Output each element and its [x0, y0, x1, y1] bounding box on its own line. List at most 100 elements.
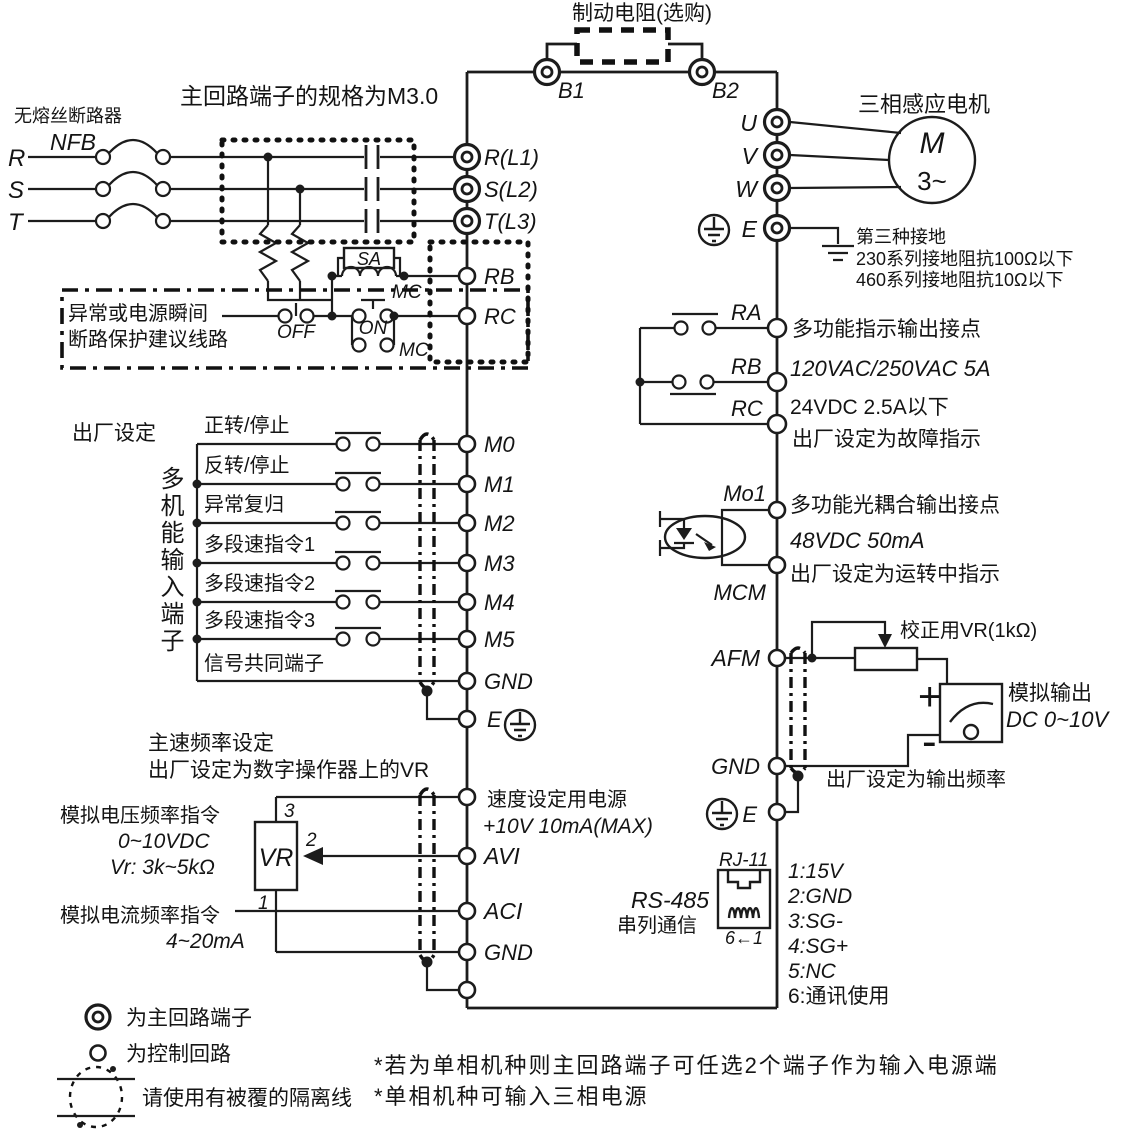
- shield-cable-afm: [789, 646, 807, 775]
- terminal-m4-label: M4: [484, 590, 515, 615]
- vr-box: [253, 820, 299, 892]
- terminal-m3-label: M3: [484, 551, 515, 576]
- terminal-r-l1: [452, 142, 482, 172]
- input-label-m2: 异常复归: [204, 493, 284, 516]
- rs485-pin-3: 3:SG-: [788, 910, 843, 933]
- terminal-rb-out: [766, 371, 788, 393]
- led-icon: [676, 528, 692, 540]
- calibration-vr-label: 校正用VR(1kΩ): [900, 619, 1037, 642]
- terminal-e-left: [457, 709, 477, 729]
- potentiometer-box: [853, 646, 919, 672]
- off-label: OFF: [277, 322, 316, 343]
- motor-title: 三相感应电机: [858, 92, 990, 117]
- terminal-v-label: V: [742, 143, 760, 169]
- labels: 主回路端子的规格为M3.0 制动电阻(选购) B1 B2 无熔丝断路器 NFB …: [8, 2, 1110, 1110]
- serial-comm-label: 串列通信: [617, 914, 697, 937]
- terminal-aci: [457, 901, 477, 921]
- current-range-label: 4~20mA: [166, 930, 245, 953]
- terminal-e-motor-label: E: [742, 216, 758, 242]
- relay-desc-3: 24VDC 2.5A以下: [790, 396, 949, 419]
- mc-coil-label: MC: [392, 282, 422, 303]
- rb-rc-box: [427, 239, 531, 365]
- vr-pin1-label: 1: [258, 893, 269, 914]
- terminal-10v: [457, 787, 477, 807]
- terminal-m0: [457, 434, 477, 454]
- speed-power-label-2: +10V 10mA(MAX): [483, 815, 653, 838]
- terminal-ra: [766, 317, 788, 339]
- terminal-m5-label: M5: [484, 627, 515, 652]
- terminal-shield: [457, 980, 477, 1000]
- input-label-m0: 正转/停止: [204, 414, 290, 437]
- legend-shield-icon: [57, 1065, 135, 1129]
- terminal-rc-in: [457, 306, 477, 326]
- terminal-e-left-label: E: [487, 707, 502, 732]
- opto-desc-3: 出厂设定为运转中指示: [790, 563, 1000, 586]
- b1-label: B1: [558, 78, 585, 103]
- speed-power-label-1: 速度设定用电源: [487, 788, 627, 811]
- vr-range-label: Vr: 3k~5kΩ: [110, 856, 215, 879]
- junctions: [192, 152, 817, 968]
- current-cmd-label: 模拟电流频率指令: [60, 904, 220, 927]
- terminal-t-label: T(L3): [484, 209, 537, 234]
- gnd-right-label: GND: [711, 754, 760, 779]
- legend-shield-label: 请使用有被覆的隔离线: [142, 1087, 352, 1110]
- voltage-cmd-label: 模拟电压频率指令: [60, 804, 220, 827]
- motor-m-label: M: [920, 127, 945, 160]
- filter-box: [219, 137, 417, 245]
- meter-terminal-icon: [962, 723, 980, 741]
- terminal-t-l3: [452, 206, 482, 236]
- on-label: ON: [359, 318, 388, 339]
- b2-label: B2: [712, 78, 739, 103]
- analog-out-label-2: DC 0~10V: [1006, 707, 1110, 732]
- afm-label: AFM: [709, 645, 760, 671]
- terminal-e-right: [767, 802, 787, 822]
- rs485-pin-1: 1:15V: [788, 860, 845, 883]
- terminal-gnd-2: [457, 942, 477, 962]
- earth-symbol-motor-e: [697, 213, 731, 247]
- e-right-label: E: [742, 802, 757, 827]
- boxes: [60, 27, 807, 963]
- factory-setting-label: 出厂设定: [72, 422, 156, 445]
- rj11-connector: [716, 868, 772, 930]
- braking-resistor-box: [574, 27, 671, 65]
- vr-pin2-label: 2: [305, 830, 317, 851]
- rc-out-label: RC: [731, 396, 763, 421]
- terminal-gnd-right: [767, 756, 787, 776]
- rb-out-label: RB: [731, 354, 762, 379]
- terminal-avi: [457, 846, 477, 866]
- terminal-rb-in: [457, 266, 477, 286]
- meter-needle-icon: [949, 701, 994, 723]
- earth-symbol-right-e: [705, 797, 739, 831]
- surge-absorber-box: [342, 246, 396, 270]
- terminal-w-label: W: [735, 176, 759, 202]
- terminal-u: [762, 107, 792, 137]
- terminal-gnd-1: [457, 671, 477, 691]
- grounding-note-3: 460系列接地阻抗10Ω以下: [856, 270, 1064, 290]
- terminal-mo1: [767, 500, 787, 520]
- input-label-m1: 反转/停止: [204, 454, 290, 477]
- meter-box: [938, 682, 1004, 744]
- nfb-label: NFB: [50, 129, 96, 155]
- terminal-v: [762, 140, 792, 170]
- terminal-m3: [457, 553, 477, 573]
- rs485-pin-2: 2:GND: [787, 885, 852, 908]
- terminal-rc-label: RC: [484, 304, 516, 329]
- motor-circle: [887, 115, 977, 205]
- terminal-m1: [457, 474, 477, 494]
- contacts: [94, 148, 717, 647]
- terminal-b1: [532, 57, 562, 87]
- avi-label: AVI: [482, 843, 520, 869]
- vr-label: VR: [259, 844, 294, 872]
- gnd2-label: GND: [484, 940, 533, 965]
- legend-main-label: 为主回路端子: [126, 1007, 252, 1030]
- analog-out-label-1: 模拟输出: [1008, 682, 1092, 705]
- earth-symbol-left-e: [503, 708, 537, 742]
- terminal-s-label: S(L2): [484, 177, 538, 202]
- pin-order-label: 6←1: [725, 928, 763, 948]
- minus-sign: -: [922, 717, 937, 766]
- mcm-label: MCM: [713, 580, 766, 605]
- input-label-m4: 多段速指令2: [204, 572, 315, 595]
- terminal-b2: [687, 57, 717, 87]
